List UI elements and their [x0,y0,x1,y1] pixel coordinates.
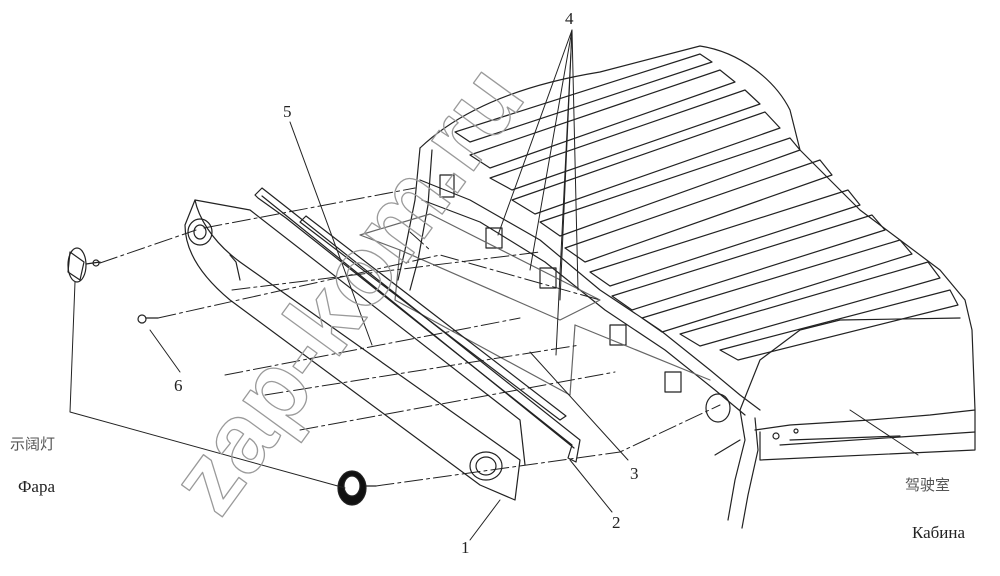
callout-2: 2 [612,513,621,532]
leader-lines [69,29,919,541]
callout-6: 6 [174,376,183,395]
part-2-trim-strip [254,187,581,463]
part-5-seal-strip [299,215,567,421]
callout-3: 3 [630,464,639,483]
part-6-bolt [137,314,159,324]
callout-1: 1 [461,538,470,557]
svg-text:zap-kom.ru: zap-kom.ru [148,45,544,533]
callout-4: 4 [565,9,574,28]
cab-body [359,45,976,529]
watermark: zap-kom.ru [147,44,545,533]
cab-label-ru: Кабина [912,523,966,542]
callout-5: 5 [283,102,292,121]
side-lamp-lower [337,470,377,506]
cab-label-cn: 驾驶室 [905,476,951,494]
lamp-label-ru: Фара [18,477,56,496]
part-1-grille-panel [184,199,526,501]
side-lamp-upper [67,247,101,283]
lamp-label-cn: 示阔灯 [10,435,56,453]
assembly-lines [99,187,721,487]
